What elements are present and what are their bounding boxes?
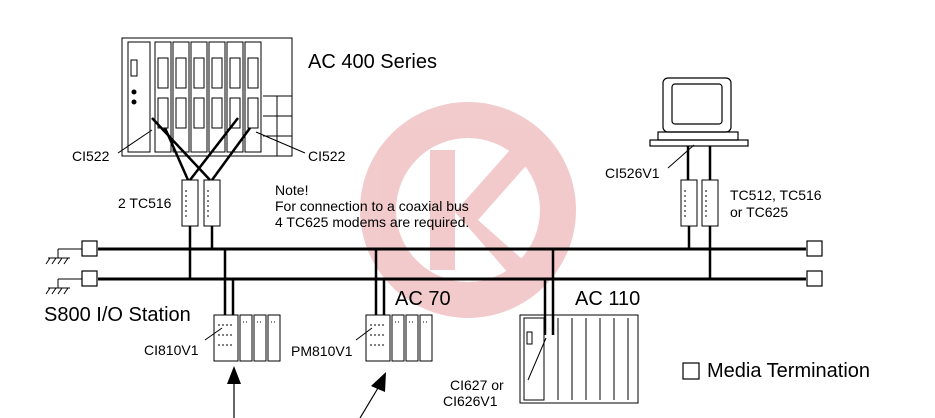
note-line1: For connection to a coaxial bus bbox=[275, 198, 469, 214]
ci522-right-label: CI522 bbox=[308, 148, 346, 164]
ac70-label: AC 70 bbox=[395, 288, 451, 310]
ci522-callouts bbox=[117, 129, 306, 154]
arrow-icon bbox=[227, 366, 386, 418]
workstation-cables bbox=[686, 146, 712, 180]
bus-drops bbox=[188, 226, 712, 335]
ci522-left-label: CI522 bbox=[72, 148, 110, 164]
ci627-callout bbox=[527, 337, 547, 381]
ci627-label-line1: CI627 or bbox=[450, 377, 504, 393]
tc512-modems bbox=[680, 179, 719, 227]
ac70-station bbox=[365, 314, 433, 362]
ac110-label: AC 110 bbox=[575, 288, 640, 310]
s800-io-station bbox=[213, 314, 281, 362]
legend-label: Media Termination bbox=[707, 360, 870, 382]
ci810-callout bbox=[204, 327, 223, 341]
ac110-rack bbox=[519, 314, 639, 404]
ci810-label: CI810V1 bbox=[144, 342, 199, 358]
note-line2: 4 TC625 modems are required. bbox=[275, 214, 469, 230]
tc516-modems bbox=[181, 179, 221, 227]
legend-swatch bbox=[682, 362, 700, 380]
note-title: Note! bbox=[275, 182, 308, 198]
ci522-cables bbox=[151, 117, 252, 181]
tc516-label: 2 TC516 bbox=[118, 195, 172, 211]
ac400-rack bbox=[121, 37, 293, 157]
ground-symbols bbox=[45, 248, 82, 295]
pm810-label: PM810V1 bbox=[291, 343, 353, 359]
s800-label: S800 I/O Station bbox=[44, 304, 191, 326]
ci627-label-line2: CI626V1 bbox=[443, 393, 498, 409]
ci526-callout bbox=[667, 144, 695, 169]
computer-terminal-icon bbox=[649, 77, 749, 147]
ci526-label: CI526V1 bbox=[605, 165, 660, 181]
ac400-label: AC 400 Series bbox=[308, 51, 437, 73]
tc512-label-line1: TC512, TC516 bbox=[730, 187, 822, 203]
tc512-label-line2: or TC625 bbox=[730, 204, 788, 220]
pm810-callout bbox=[355, 327, 373, 341]
